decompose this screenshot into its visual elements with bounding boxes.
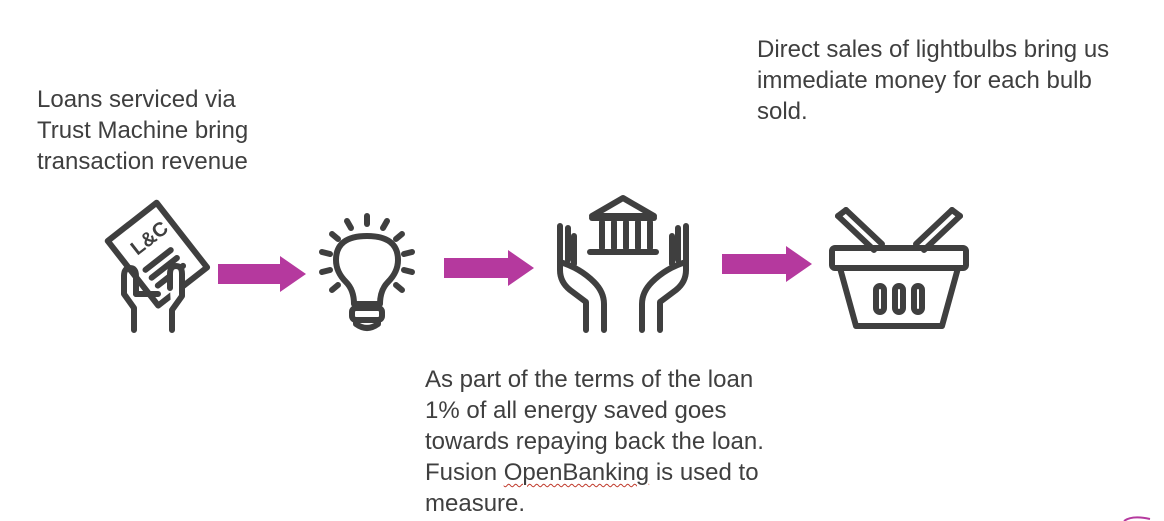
basket-icon: [829, 207, 969, 329]
loans-caption-line: Loans serviced via: [37, 86, 236, 113]
sales-caption: Direct sales of lightbulbs bring us imme…: [757, 34, 1109, 127]
terms-caption-line: towards repaying back the loan.: [425, 428, 764, 455]
corner-mark: [1123, 516, 1151, 521]
flow-arrow: [722, 246, 812, 282]
terms-caption-line: 1% of all energy saved goes: [425, 397, 727, 424]
sales-caption-line: sold.: [757, 98, 808, 125]
loans-caption: Loans serviced via Trust Machine bring t…: [37, 84, 248, 177]
lightbulb-icon: [319, 213, 415, 331]
loans-caption-line: transaction revenue: [37, 148, 248, 175]
loans-caption-line: Trust Machine bring: [37, 117, 249, 144]
terms-prefix: Fusion: [425, 459, 504, 486]
sales-caption-line: Direct sales of lightbulbs bring us: [757, 36, 1110, 63]
flow-arrow: [444, 250, 534, 286]
hands-bank-icon: [557, 195, 689, 333]
terms-suffix: is used to: [649, 459, 759, 486]
flow-arrow: [218, 256, 306, 292]
terms-caption: As part of the terms of the loan 1% of a…: [425, 364, 764, 519]
openbanking-brand: OpenBanking: [503, 459, 650, 486]
terms-caption-line: Fusion OpenBanking is used to: [425, 457, 764, 488]
terms-caption-line: As part of the terms of the loan: [425, 366, 754, 393]
sales-caption-line: immediate money for each bulb: [757, 67, 1092, 94]
terms-caption-line: measure.: [425, 490, 526, 517]
document-hand-icon: L&C: [104, 199, 211, 333]
